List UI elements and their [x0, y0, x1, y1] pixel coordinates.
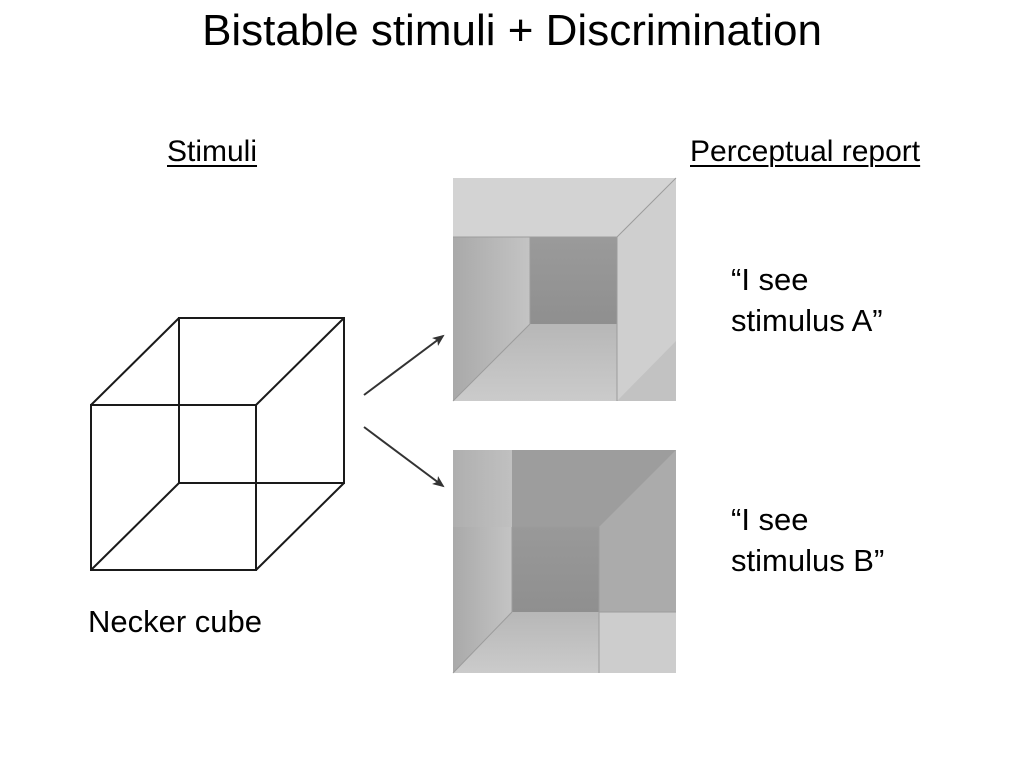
arrow-to-stimulus-b	[363, 426, 445, 488]
stimulus-a-right-face	[617, 178, 676, 401]
slide-title: Bistable stimuli + Discrimination	[202, 6, 822, 55]
perceptual-report-heading: Perceptual report	[690, 135, 921, 168]
necker-cube-edge	[255, 317, 345, 406]
stimulus-a-left-wall	[453, 237, 530, 401]
necker-cube-caption: Necker cube	[88, 604, 263, 639]
necker-cube-back-face	[178, 317, 345, 484]
necker-cube-edge	[90, 317, 180, 406]
necker-cube-edge	[90, 482, 180, 571]
necker-cube	[90, 317, 345, 571]
stimulus-b-shaded-cube	[452, 450, 676, 674]
arrow-to-stimulus-a	[363, 334, 445, 396]
report-stimulus-b: “I see stimulus B”	[731, 499, 884, 581]
report-b-line-2: stimulus B”	[731, 543, 885, 578]
necker-cube-edge	[255, 482, 345, 571]
stimulus-b-left-wall	[453, 450, 512, 673]
report-stimulus-a: “I see stimulus A”	[731, 259, 883, 341]
stimulus-a-shaded-cube	[452, 177, 677, 402]
stimuli-heading: Stimuli	[167, 135, 258, 168]
report-a-line-1: “I see	[731, 262, 809, 297]
stimulus-b-right-wall	[599, 450, 676, 612]
stimulus-b-ceiling	[512, 450, 676, 527]
stimulus-b-bottom-right	[599, 612, 676, 673]
necker-cube-front-face	[90, 404, 257, 571]
stimulus-a-top-face	[453, 178, 676, 237]
report-a-line-2: stimulus A”	[731, 303, 883, 338]
report-b-line-1: “I see	[731, 502, 809, 537]
